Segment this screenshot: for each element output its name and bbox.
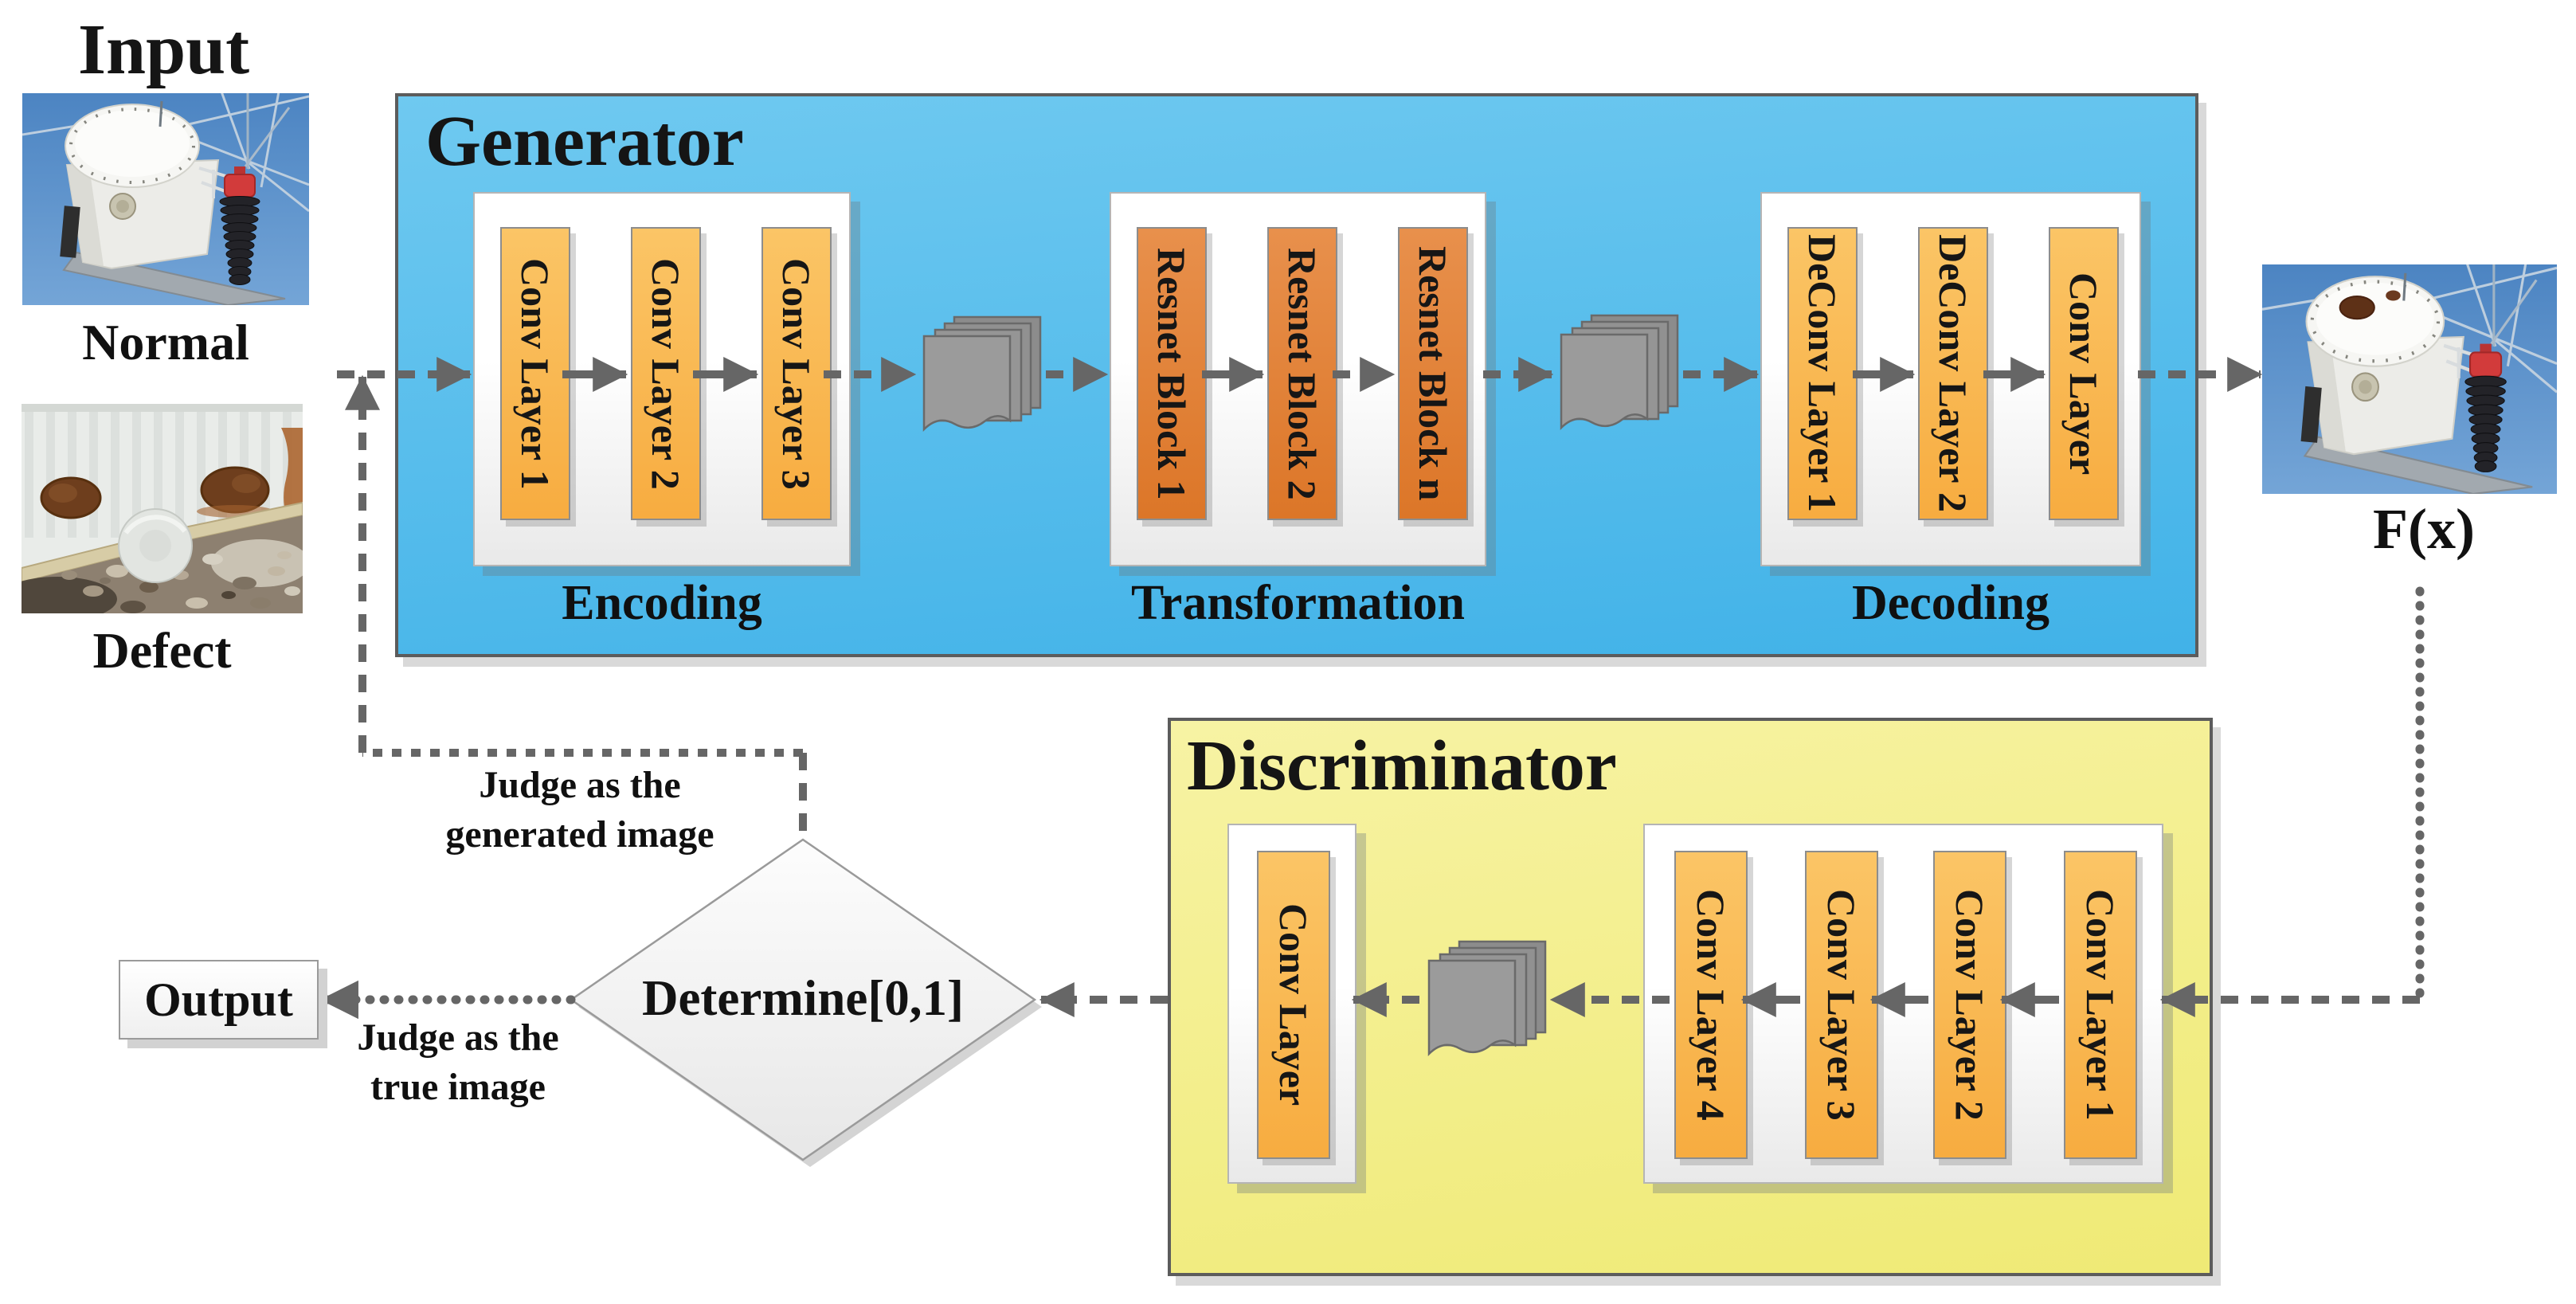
discriminator-conv-panel: Conv Layer 4 Conv Layer 3 Conv Layer 2 C… <box>1643 824 2163 1184</box>
discriminator-box: Discriminator Conv Layer 4 Conv Layer 3 … <box>1168 718 2213 1276</box>
judge-generated-line2: generated image <box>445 813 714 856</box>
output-label: Output <box>144 973 293 1026</box>
encoding-panel: Conv Layer 1 Conv Layer 2 Conv Layer 3 <box>473 192 851 566</box>
judge-true-line1: Judge as the <box>357 1016 559 1059</box>
disc-conv-layer-2-label: Conv Layer 2 <box>1948 889 1992 1121</box>
disc-conv-layer-1-label: Conv Layer 1 <box>2078 889 2123 1121</box>
output-box: Output <box>119 960 319 1040</box>
judge-generated-annotation: Judge as the generated image <box>341 761 819 860</box>
disc-conv-layer-4-bar: Conv Layer 4 <box>1674 851 1748 1159</box>
disc-conv-layer-4-label: Conv Layer 4 <box>1689 889 1733 1121</box>
disc-conv-layer-2-bar: Conv Layer 2 <box>1933 851 2006 1159</box>
resnet-block-2-label: Resnet Block 2 <box>1280 247 1325 500</box>
disc-final-conv-bar: Conv Layer <box>1257 851 1330 1159</box>
normal-photo <box>22 93 309 305</box>
disc-conv-layer-1-bar: Conv Layer 1 <box>2064 851 2137 1159</box>
conv-layer-3-bar: Conv Layer 3 <box>761 227 832 520</box>
normal-photo-label: Normal <box>82 314 249 370</box>
decoding-panel: DeConv Layer 1 DeConv Layer 2 Conv Layer <box>1760 192 2141 566</box>
discriminator-final-panel: Conv Layer <box>1227 824 1357 1184</box>
resnet-block-1-label: Resnet Block 1 <box>1149 247 1194 500</box>
conv-layer-2-bar: Conv Layer 2 <box>631 227 701 520</box>
resnet-block-2-bar: Resnet Block 2 <box>1267 227 1337 520</box>
decoder-conv-layer-bar: Conv Layer <box>2049 227 2119 520</box>
decoding-label: Decoding <box>1852 576 2049 630</box>
generated-image-label: F(x) <box>2373 497 2475 561</box>
generator-title: Generator <box>425 102 744 181</box>
defect-photo-label: Defect <box>92 622 232 679</box>
conv-layer-2-label: Conv Layer 2 <box>644 257 688 490</box>
deconv-layer-1-bar: DeConv Layer 1 <box>1787 227 1858 520</box>
input-title: Input <box>78 10 250 89</box>
disc-conv-layer-3-label: Conv Layer 3 <box>1819 889 1864 1121</box>
judge-true-line2: true image <box>370 1066 546 1108</box>
decoder-conv-layer-label: Conv Layer <box>2061 272 2106 476</box>
disc-final-conv-label: Conv Layer <box>1271 903 1316 1106</box>
resnet-block-1-bar: Resnet Block 1 <box>1137 227 1207 520</box>
judge-true-annotation: Judge as the true image <box>259 1013 657 1112</box>
deconv-layer-1-label: DeConv Layer 1 <box>1800 234 1845 513</box>
transformation-panel: Resnet Block 1 Resnet Block 2 Resnet Blo… <box>1110 192 1486 566</box>
defect-photo <box>22 404 303 613</box>
feature-maps-icon <box>922 315 1042 431</box>
feature-maps-icon <box>1560 314 1679 429</box>
conv-layer-1-label: Conv Layer 1 <box>513 257 558 490</box>
deconv-layer-2-bar: DeConv Layer 2 <box>1918 227 1988 520</box>
generator-box: Generator Conv Layer 1 Conv Layer 2 Conv… <box>395 93 2198 657</box>
conv-layer-3-label: Conv Layer 3 <box>774 257 819 490</box>
feature-maps-icon <box>1427 940 1547 1055</box>
judge-generated-line1: Judge as the <box>479 764 681 806</box>
resnet-block-n-bar: Resnet Block n <box>1398 227 1468 520</box>
resnet-block-n-label: Resnet Block n <box>1411 246 1455 501</box>
disc-conv-layer-3-bar: Conv Layer 3 <box>1805 851 1878 1159</box>
discriminator-title: Discriminator <box>1187 726 1617 805</box>
conv-layer-1-bar: Conv Layer 1 <box>500 227 570 520</box>
generated-photo <box>2262 264 2557 494</box>
encoding-label: Encoding <box>562 576 762 630</box>
transformation-label: Transformation <box>1130 576 1466 630</box>
deconv-layer-2-label: DeConv Layer 2 <box>1931 234 1975 513</box>
